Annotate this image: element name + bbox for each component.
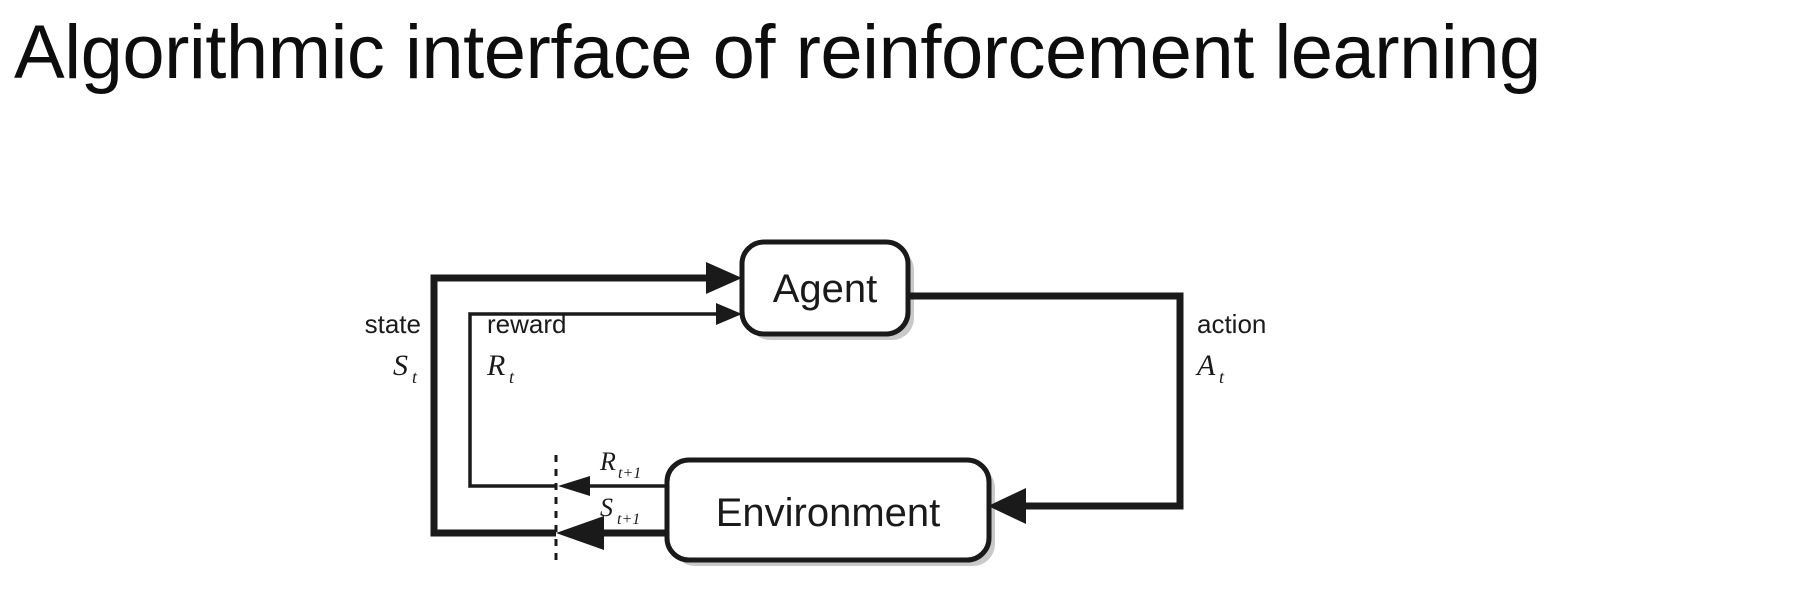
diagram-container: Agent Environment state S t reward R t [0, 150, 1820, 594]
reward-path-line [468, 312, 722, 488]
agent-environment-loop-diagram: Agent Environment state S t reward R t [365, 239, 1266, 566]
action-label-group: action A t [1195, 309, 1266, 387]
environment-box[interactable]: Environment [664, 457, 992, 563]
reward-next-subscript: t+1 [618, 465, 641, 482]
action-arrowhead-into-environment [988, 488, 1026, 524]
reward-next-arrowhead [558, 476, 590, 496]
state-next-subscript: t+1 [617, 511, 640, 528]
state-next-arrowhead [556, 516, 604, 550]
reward-next-symbol: R [599, 447, 616, 476]
action-symbol: A [1195, 349, 1216, 382]
action-path-line [907, 292, 1184, 510]
state-symbol-subscript: t [412, 367, 418, 387]
reward-next-feedback-path [558, 476, 667, 496]
state-path-line [430, 274, 716, 537]
action-label: action [1197, 309, 1266, 339]
state-next-label-group: S t+1 [600, 493, 640, 528]
action-signal-path [907, 292, 1184, 524]
reward-label-group: reward R t [486, 309, 566, 387]
reward-symbol-subscript: t [509, 367, 515, 387]
reward-symbol: R [486, 349, 505, 382]
state-arrowhead-into-agent [706, 262, 742, 294]
reward-next-label-group: R t+1 [599, 447, 641, 482]
reward-label: reward [487, 309, 566, 339]
agent-box-label: Agent [773, 267, 878, 311]
agent-box-rect[interactable] [739, 239, 911, 337]
state-next-symbol: S [600, 493, 613, 522]
reward-arrowhead-into-agent [716, 303, 742, 325]
reward-signal-path [468, 303, 742, 488]
state-symbol: S [393, 349, 408, 382]
environment-box-rect[interactable] [664, 457, 992, 563]
environment-box-label: Environment [716, 491, 941, 535]
state-label: state [365, 309, 421, 339]
state-label-group: state S t [365, 309, 421, 387]
agent-box[interactable]: Agent [739, 239, 911, 337]
state-next-feedback-path [556, 516, 667, 550]
action-symbol-subscript: t [1219, 367, 1225, 387]
page-title: Algorithmic interface of reinforcement l… [14, 10, 1541, 95]
state-signal-path [430, 262, 742, 537]
